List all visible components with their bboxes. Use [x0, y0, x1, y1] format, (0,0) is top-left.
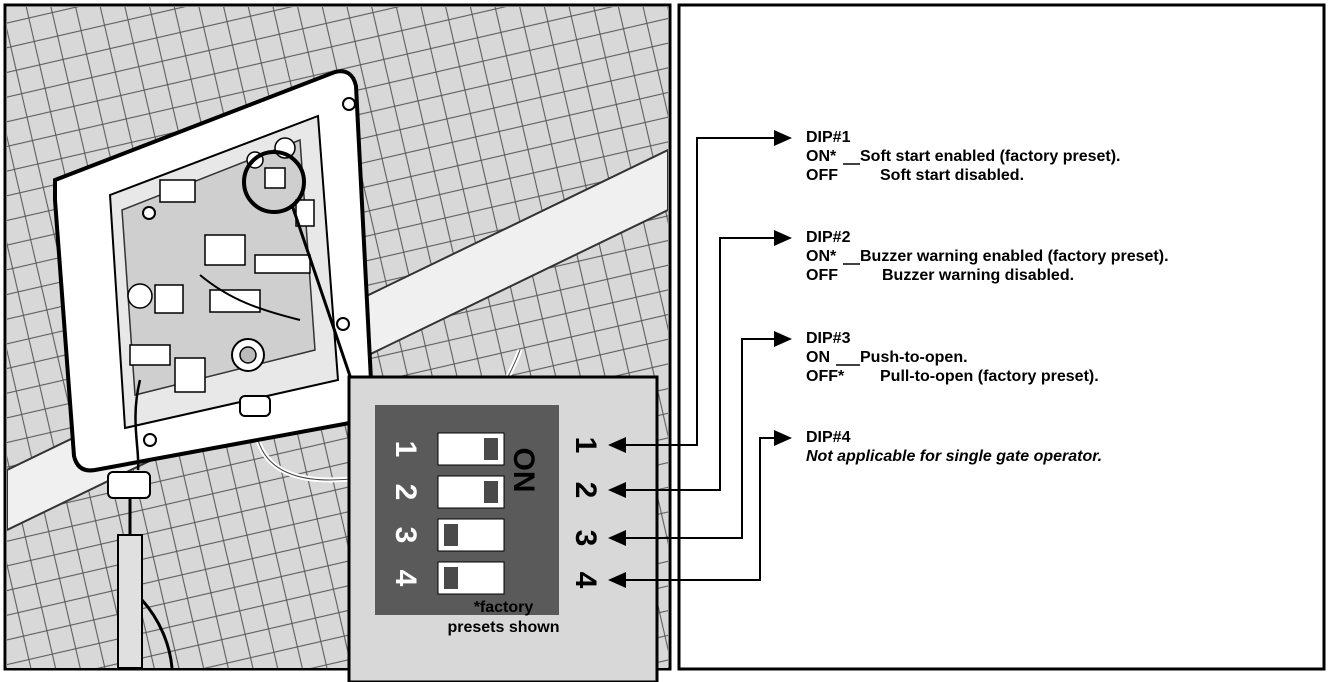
- dip2-title: DIP#2: [806, 229, 851, 246]
- dip2-on-prefix: ON*: [806, 248, 837, 265]
- switch-number-2: 2: [389, 484, 422, 501]
- switch-knob-4: [444, 567, 458, 589]
- dip3-off-prefix: OFF*: [806, 368, 845, 385]
- side-number-1: 1: [569, 437, 602, 454]
- caption-line-1: *factory: [473, 599, 534, 616]
- side-number-2: 2: [569, 482, 602, 499]
- switch-number-3: 3: [389, 527, 422, 544]
- dip3-off-text: Pull-to-open (factory preset).: [880, 368, 1099, 385]
- switch-knob-1: [484, 438, 498, 460]
- dip3-title: DIP#3: [806, 330, 851, 347]
- side-number-4: 4: [569, 572, 602, 589]
- dip3-on-prefix: ON: [806, 349, 830, 366]
- gate-operator-illustration: [3, 3, 672, 671]
- side-number-3: 3: [569, 530, 602, 547]
- dip4-note: Not applicable for single gate operator.: [806, 448, 1103, 465]
- dip2-off-text: Buzzer warning disabled.: [882, 267, 1075, 284]
- dip1-off-text: Soft start disabled.: [880, 167, 1025, 184]
- dip1-on-prefix: ON*: [806, 148, 837, 165]
- dip1-title: DIP#1: [806, 129, 851, 146]
- dip4-title: DIP#4: [806, 429, 851, 446]
- control-box: [53, 69, 375, 669]
- connector-lines: [624, 137, 775, 581]
- callout-circle: [242, 150, 306, 214]
- switch-number-1: 1: [389, 441, 422, 458]
- caption-line-2: presets shown: [447, 619, 560, 636]
- switch-number-4: 4: [389, 570, 422, 587]
- callout-leader-line: [290, 204, 352, 377]
- inset-caption: *factory presets shown: [352, 598, 655, 638]
- dip3-on-text: Push-to-open.: [860, 349, 968, 366]
- switch-knob-2: [484, 481, 498, 503]
- on-label: ON: [507, 448, 540, 493]
- dip2-on-text: Buzzer warning enabled (factory preset).: [860, 248, 1169, 265]
- switch-knob-3: [444, 524, 458, 546]
- dip1-on-text: Soft start enabled (factory preset).: [860, 148, 1121, 165]
- dip2-off-prefix: OFF: [806, 267, 838, 284]
- dip1-off-prefix: OFF: [806, 167, 838, 184]
- arrowheads: [608, 130, 792, 588]
